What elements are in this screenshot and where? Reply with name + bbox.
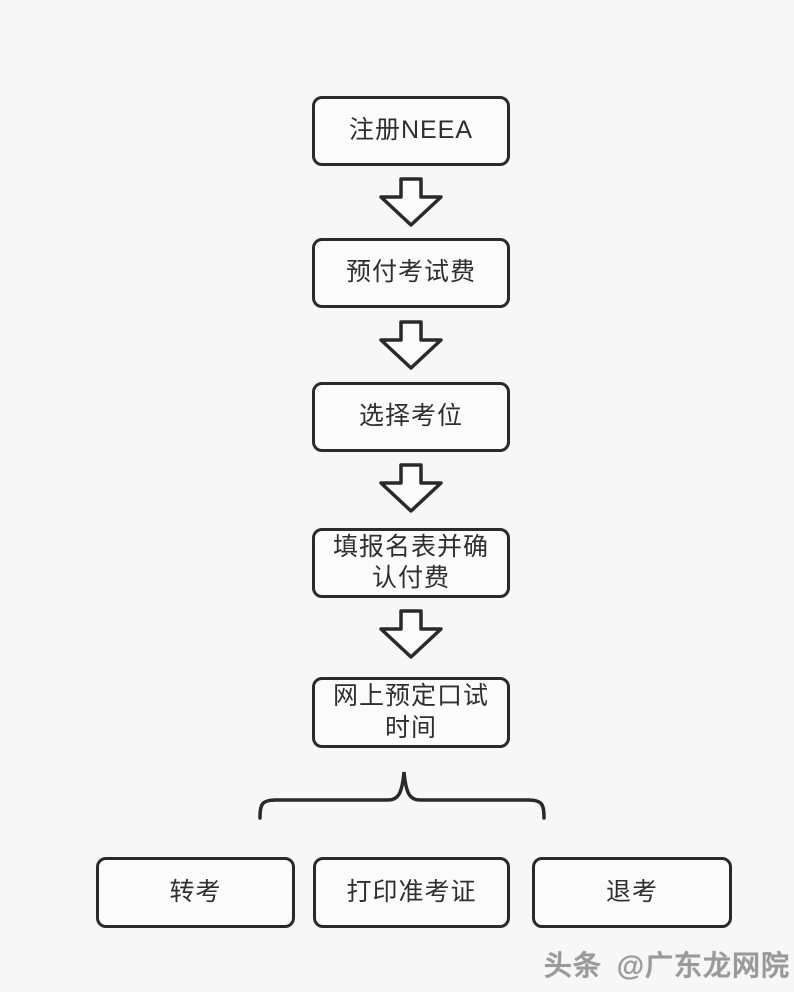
step-register-neea: 注册NEEA (312, 96, 510, 166)
watermark-source: 头条 (543, 950, 602, 981)
branch-label: 打印准考证 (346, 877, 477, 906)
branch-print-admission-ticket: 打印准考证 (313, 857, 510, 928)
down-arrow-icon (379, 177, 443, 227)
step-label: 注册NEEA (348, 116, 474, 145)
down-arrow-icon (379, 609, 443, 659)
brace-connector-icon (256, 768, 548, 820)
branch-label: 转考 (169, 877, 222, 906)
step-book-oral-test-time: 网上预定口试时间 (312, 677, 510, 748)
step-label: 预付考试费 (345, 258, 476, 287)
step-fill-form-confirm-payment: 填报名表并确认付费 (312, 528, 510, 598)
down-arrow-icon (379, 463, 443, 513)
watermark: 头条 @广东龙网院 (544, 944, 790, 984)
step-select-test-seat: 选择考位 (312, 382, 510, 452)
branch-transfer-exam: 转考 (96, 857, 295, 928)
step-label: 选择考位 (358, 402, 463, 431)
branch-label: 退考 (605, 877, 658, 906)
step-prepay-exam-fee: 预付考试费 (312, 238, 510, 308)
step-label: 填报名表并确认付费 (333, 532, 490, 593)
step-label: 网上预定口试时间 (333, 682, 490, 742)
down-arrow-icon (379, 320, 443, 370)
watermark-handle: @广东龙网院 (616, 950, 790, 981)
branch-withdraw-exam: 退考 (532, 857, 732, 928)
